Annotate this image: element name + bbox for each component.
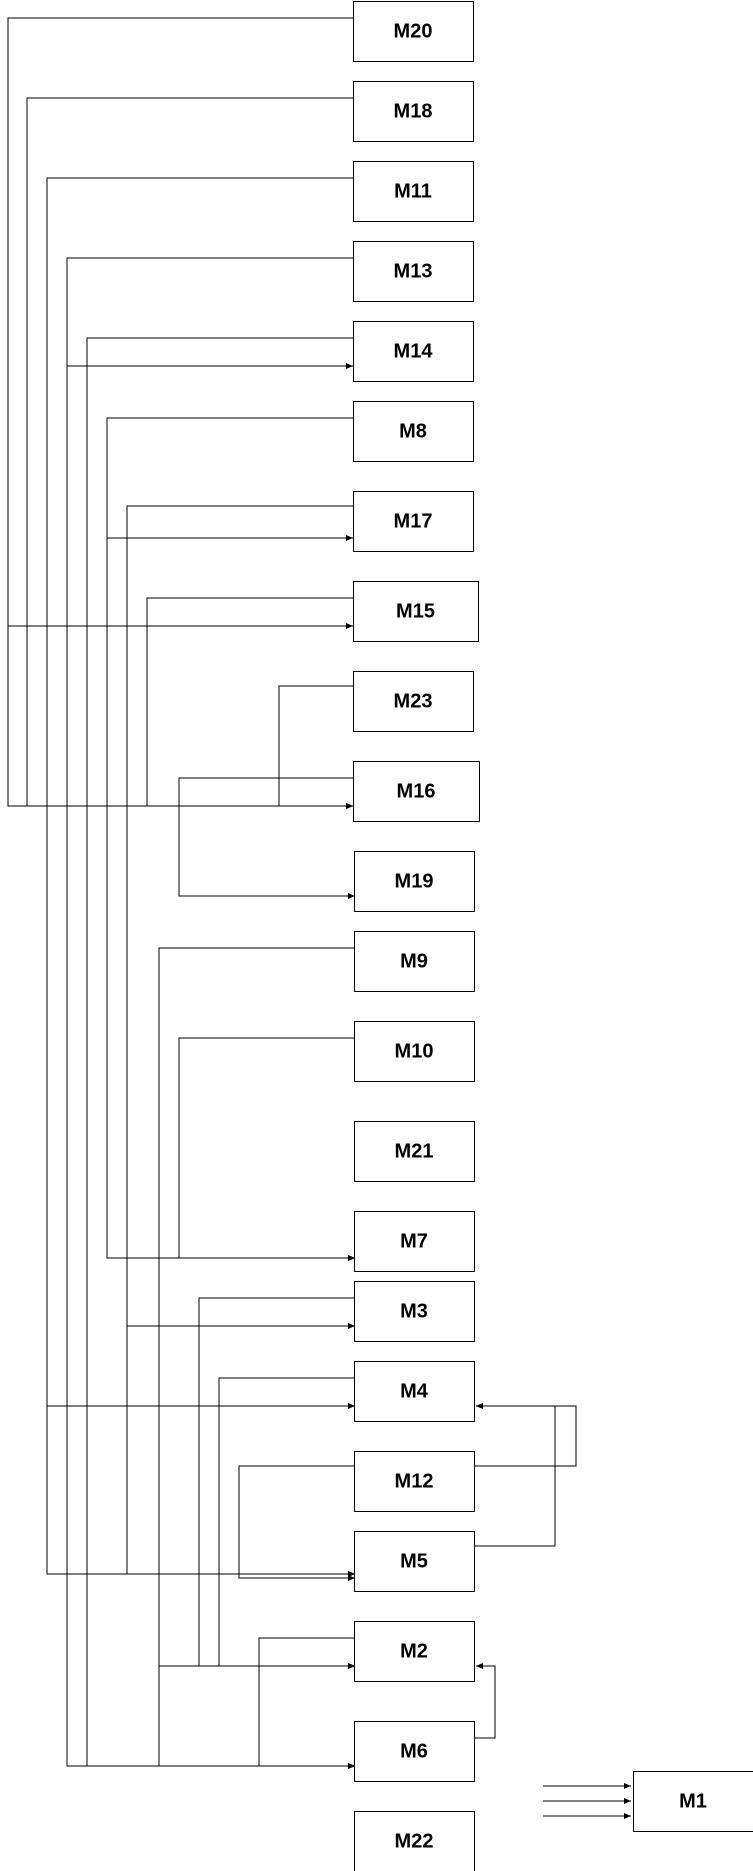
node-label: M18 xyxy=(394,100,433,122)
edge-m11-to-m4 xyxy=(46,177,355,1409)
node-label: M4 xyxy=(400,1380,429,1402)
edge-m17-to-m5 xyxy=(126,1326,355,1577)
node-m18: M18 xyxy=(353,81,474,142)
edge-m23-to-m16 xyxy=(278,685,353,809)
edge-m12-to-m4 xyxy=(238,1465,355,1581)
node-box xyxy=(354,851,475,912)
node-label: M12 xyxy=(395,1470,434,1492)
edge-m8-to-m17 xyxy=(106,417,353,541)
node-label: M22 xyxy=(395,1830,434,1852)
edge-m10-to-m7 xyxy=(178,1037,355,1261)
node-m6: M6 xyxy=(354,1721,475,1782)
node-label: M17 xyxy=(394,510,433,532)
edge-m9-to-m2 xyxy=(158,947,355,1669)
node-m4: M4 xyxy=(354,1361,475,1422)
node-m8: M8 xyxy=(353,401,474,462)
node-box xyxy=(354,1811,475,1871)
node-box xyxy=(353,161,474,222)
node-box xyxy=(354,1281,475,1342)
node-label: M11 xyxy=(394,180,432,202)
node-box xyxy=(353,491,474,552)
edge-m13-to-m14 xyxy=(66,257,353,369)
node-box xyxy=(353,1,474,62)
node-box xyxy=(353,581,479,642)
edge-m3-to-m2 xyxy=(198,1297,355,1669)
node-label: M1 xyxy=(679,1790,707,1812)
edge-m16-to-m19 xyxy=(178,777,355,899)
edge-m12-to-m5 xyxy=(474,1403,577,1467)
node-box xyxy=(353,321,474,382)
node-box xyxy=(353,81,474,142)
node-box xyxy=(633,1771,753,1832)
node-label: M20 xyxy=(394,20,433,42)
node-label: M10 xyxy=(395,1040,434,1062)
node-m13: M13 xyxy=(353,241,474,302)
node-m14: M14 xyxy=(353,321,474,382)
node-label: M7 xyxy=(400,1230,428,1252)
edge-m9-to-m6 xyxy=(158,1666,355,1769)
node-label: M9 xyxy=(400,950,428,972)
node-m1: M1 xyxy=(633,1771,753,1832)
node-box xyxy=(354,1361,475,1422)
node-m11: M11 xyxy=(353,161,474,222)
node-m7: M7 xyxy=(354,1211,475,1272)
node-m22: M22 xyxy=(354,1811,475,1871)
node-m10: M10 xyxy=(354,1021,475,1082)
edge-m15-to-m16 xyxy=(146,597,353,809)
edge-m20-to-m15 xyxy=(7,17,353,629)
node-box xyxy=(354,1121,475,1182)
node-box xyxy=(353,761,480,822)
node-m21: M21 xyxy=(354,1121,475,1182)
edge-m13-to-m6 xyxy=(66,366,355,1769)
edge-m20-to-m16 xyxy=(7,626,353,809)
edge-m6-to-m2 xyxy=(474,1663,496,1739)
node-m5: M5 xyxy=(354,1531,475,1592)
node-m15: M15 xyxy=(353,581,479,642)
node-label: M8 xyxy=(399,420,427,442)
edge-m17-to-m3 xyxy=(126,505,355,1329)
edge-m5-to-m4 xyxy=(474,1403,556,1547)
node-m3: M3 xyxy=(354,1281,475,1342)
edge-m2-to-m6 xyxy=(258,1637,355,1769)
edge-m8-to-m7 xyxy=(106,538,355,1261)
nodes-layer: M20M18M11M13M14M8M17M15M23M16M19M9M10M21… xyxy=(353,1,753,1871)
node-m19: M19 xyxy=(354,851,475,912)
node-label: M23 xyxy=(394,690,433,712)
edge-m18-to-m16 xyxy=(26,97,353,809)
node-m23: M23 xyxy=(353,671,474,732)
node-label: M15 xyxy=(396,600,435,622)
node-box xyxy=(353,401,474,462)
node-m16: M16 xyxy=(353,761,480,822)
node-m9: M9 xyxy=(354,931,475,992)
node-box xyxy=(354,931,475,992)
node-label: M2 xyxy=(400,1640,428,1662)
node-m17: M17 xyxy=(353,491,474,552)
node-label: M3 xyxy=(400,1300,428,1322)
node-box xyxy=(353,241,474,302)
node-m2: M2 xyxy=(354,1621,475,1682)
node-box xyxy=(354,1451,475,1512)
node-label: M16 xyxy=(397,780,436,802)
edge-m11-to-m5 xyxy=(46,1406,355,1577)
node-m12: M12 xyxy=(354,1451,475,1512)
node-label: M14 xyxy=(394,340,434,362)
node-box xyxy=(354,1211,475,1272)
node-box xyxy=(354,1721,475,1782)
node-box xyxy=(353,671,474,732)
node-label: M19 xyxy=(395,870,434,892)
node-label: M5 xyxy=(400,1550,428,1572)
node-label: M13 xyxy=(394,260,433,282)
edges-layer xyxy=(7,17,631,1819)
node-m20: M20 xyxy=(353,1,474,62)
node-label: M21 xyxy=(395,1140,434,1162)
node-label: M6 xyxy=(400,1740,428,1762)
node-box xyxy=(354,1621,475,1682)
node-box xyxy=(354,1531,475,1592)
node-box xyxy=(354,1021,475,1082)
edge-m4-to-m2 xyxy=(218,1377,355,1669)
